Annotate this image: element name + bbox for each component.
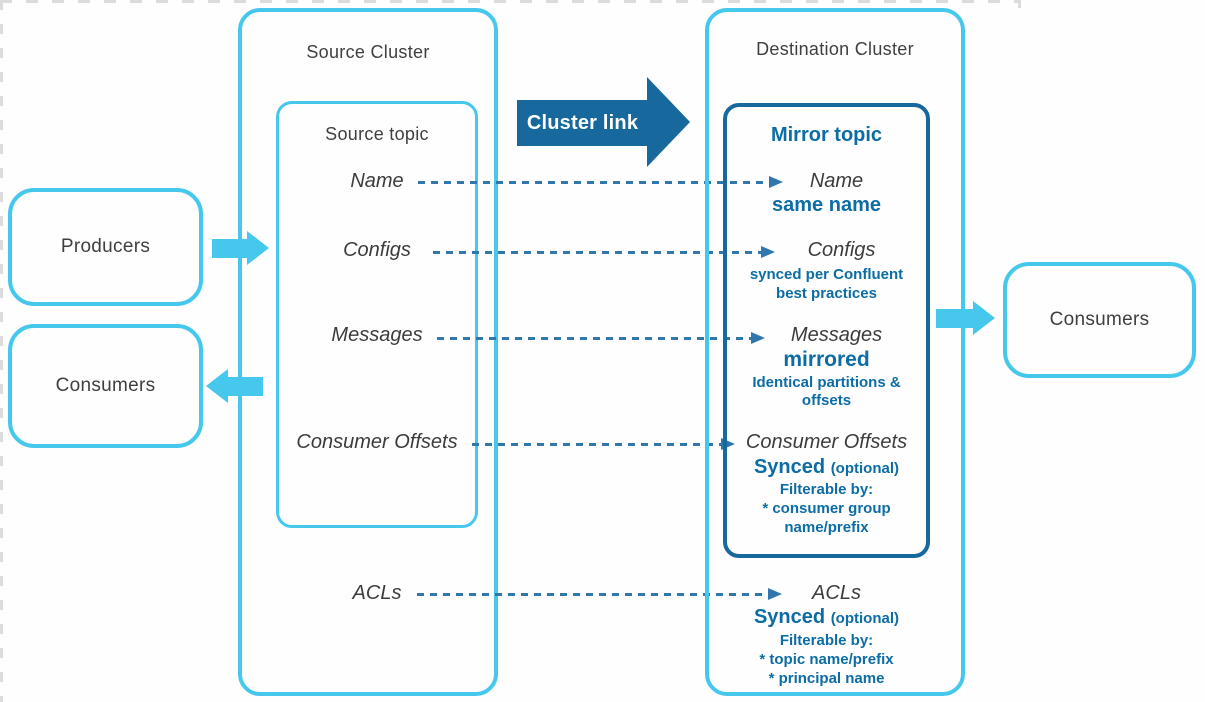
cluster-link-arrow-head [647, 77, 690, 167]
consumers-left-arrow-head [206, 369, 228, 403]
mirror-row-configs-note-2: best practices [776, 285, 877, 302]
mirror-row-messages-note-1: Identical partitions & [752, 374, 901, 391]
mirror-row-name-note: same name [772, 194, 881, 216]
mirror-row-consumer-offsets-filter-1: Filterable by: [779, 481, 874, 498]
mirror-row-configs: Configs [807, 239, 876, 261]
synced-word: Synced [753, 456, 826, 478]
consumer-offsets-connector-line [472, 443, 721, 446]
source-cluster-box [238, 8, 498, 696]
acls-connector-line [417, 593, 768, 596]
mirror-row-name: Name [809, 170, 864, 192]
cluster-link-label: Cluster link [526, 111, 639, 134]
name-connector-line [418, 181, 769, 184]
consumers-right-box: Consumers [1003, 262, 1196, 378]
consumers-right-arrow-body [936, 309, 973, 328]
configs-connector-line [433, 251, 761, 254]
consumers-left-label: Consumers [55, 375, 156, 396]
mirror-row-messages-note-big: mirrored [783, 348, 870, 371]
source-topic-title: Source topic [325, 124, 429, 144]
optional-word: (optional) [830, 610, 900, 627]
optional-word: (optional) [830, 460, 900, 477]
messages-connector-arrowhead [751, 332, 765, 344]
destination-row-acls-filter-2: * topic name/prefix [759, 651, 894, 668]
source-topic-box [276, 101, 478, 528]
consumers-right-arrow-head [973, 301, 995, 335]
acls-connector-arrowhead [768, 588, 782, 600]
name-connector-arrowhead [769, 176, 783, 188]
destination-cluster-title: Destination Cluster [756, 39, 914, 59]
destination-row-acls-filter-1: Filterable by: [779, 632, 874, 649]
consumers-left-box: Consumers [8, 324, 203, 448]
mirror-topic-title: Mirror topic [770, 124, 883, 146]
synced-word: Synced [753, 606, 826, 628]
mirror-topic-box [723, 103, 930, 558]
cluster-link-arrow-body [517, 100, 648, 146]
source-row-configs: Configs [343, 239, 411, 261]
source-row-name: Name [350, 170, 404, 192]
top-edge-tick [1018, 0, 1021, 8]
top-edge-dashes [0, 0, 1020, 3]
mirror-row-configs-note-1: synced per Confluent [749, 266, 904, 283]
source-row-consumer-offsets: Consumer Offsets [296, 431, 458, 453]
destination-row-acls-filter-3: * principal name [768, 670, 885, 687]
mirror-row-messages: Messages [790, 324, 883, 346]
destination-cluster-box [705, 8, 965, 696]
producers-label: Producers [60, 236, 151, 257]
consumers-right-label: Consumers [1049, 309, 1150, 330]
messages-connector-line [437, 337, 751, 340]
source-cluster-title: Source Cluster [306, 42, 430, 62]
mirror-row-consumer-offsets-filter-3: name/prefix [784, 519, 869, 536]
producers-arrow-head [247, 231, 269, 265]
mirror-row-consumer-offsets-filter-2: * consumer group [762, 500, 891, 517]
mirror-row-messages-note-2: offsets [801, 392, 852, 409]
source-row-messages: Messages [331, 324, 423, 346]
mirror-row-consumer-offsets-synced: Synced (optional) [723, 456, 930, 479]
destination-row-acls-synced: Synced (optional) [723, 606, 930, 629]
mirror-row-consumer-offsets: Consumer Offsets [745, 431, 908, 453]
destination-row-acls: ACLs [812, 582, 861, 604]
consumers-left-arrow-body [228, 377, 263, 396]
source-row-acls: ACLs [352, 582, 402, 604]
configs-connector-arrowhead [761, 246, 775, 258]
producers-box: Producers [8, 188, 203, 306]
left-edge-dashes [0, 0, 3, 702]
